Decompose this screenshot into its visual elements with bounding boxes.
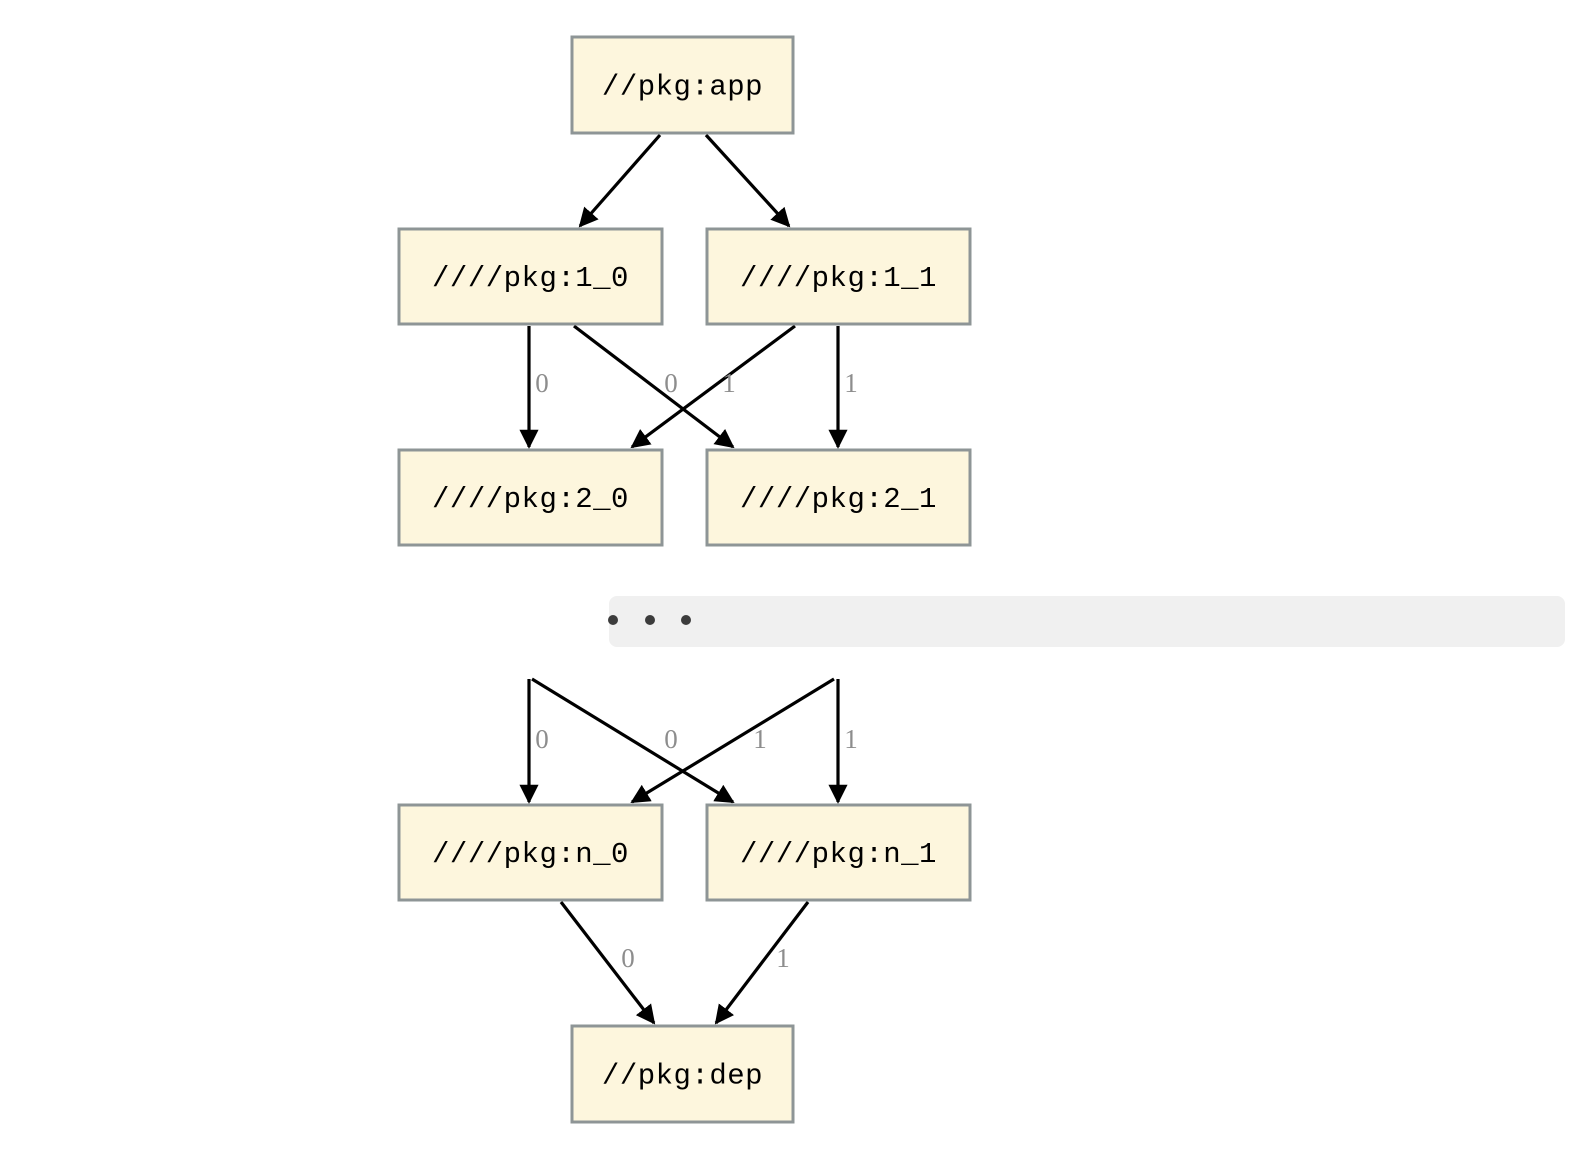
node-box-app[interactable] — [570, 35, 795, 135]
node-nn_0[interactable]: ////pkg:n_0 — [397, 803, 664, 902]
edge-label-ellipsis-cross-n_0: 1 — [753, 724, 767, 754]
node-box-n2_0[interactable] — [397, 448, 664, 547]
node-label-nn_0: ////pkg:n_0 — [432, 838, 629, 871]
ellipsis-band-rect — [609, 596, 1565, 647]
node-n1_1[interactable]: ////pkg:1_1 — [705, 227, 972, 326]
node-n1_0[interactable]: ////pkg:1_0 — [397, 227, 664, 326]
node-box-n1_0[interactable] — [397, 227, 664, 326]
node-label-n2_1: ////pkg:2_1 — [740, 483, 937, 516]
node-label-dep: //pkg:dep — [602, 1060, 763, 1093]
edge-app-to-1_0 — [578, 133, 662, 228]
edge-label-1_0-to-2_0: 0 — [535, 368, 549, 398]
ellipsis-separator — [608, 596, 1565, 647]
edges-layer: 0 0 1 1 0 0 1 1 0 1 — [519, 133, 858, 1025]
node-box-n1_1[interactable] — [705, 227, 972, 326]
node-dep[interactable]: //pkg:dep — [570, 1024, 795, 1124]
edge-label-1_0-to-2_1: 0 — [664, 368, 678, 398]
edge-ellipsis-cross-n_0 — [630, 677, 835, 804]
node-label-n1_0: ////pkg:1_0 — [432, 262, 629, 295]
node-label-app: //pkg:app — [602, 71, 763, 104]
node-label-n1_1: ////pkg:1_1 — [740, 262, 937, 295]
edge-1_1-to-2_0 — [630, 324, 796, 449]
edge-n_1-to-dep — [714, 901, 810, 1025]
node-label-nn_1: ////pkg:n_1 — [740, 838, 937, 871]
node-n2_0[interactable]: ////pkg:2_0 — [397, 448, 664, 547]
edge-label-1_1-to-2_0: 1 — [722, 368, 736, 398]
edge-label-1_1-to-2_1: 1 — [844, 368, 858, 398]
node-box-nn_1[interactable] — [705, 803, 972, 902]
edge-label-ellipsis-to-n_0: 0 — [535, 724, 549, 754]
edge-label-n_0-to-dep: 0 — [621, 943, 635, 973]
node-box-nn_0[interactable] — [397, 803, 664, 902]
edge-label-ellipsis-cross-n_1: 1 — [844, 724, 858, 754]
node-label-n2_0: ////pkg:2_0 — [432, 483, 629, 516]
ellipsis-dot-2 — [681, 615, 691, 625]
ellipsis-dot-0 — [608, 615, 618, 625]
node-box-n2_1[interactable] — [705, 448, 972, 547]
node-nn_1[interactable]: ////pkg:n_1 — [705, 803, 972, 902]
edge-label-n_1-to-dep: 1 — [776, 943, 790, 973]
edge-label-ellipsis-to-n_1: 0 — [664, 724, 678, 754]
edge-n_0-to-dep — [559, 901, 656, 1025]
ellipsis-dot-1 — [645, 615, 655, 625]
node-app[interactable]: //pkg:app — [570, 35, 795, 135]
edge-app-to-1_1 — [704, 133, 791, 228]
node-box-dep[interactable] — [570, 1024, 795, 1124]
node-n2_1[interactable]: ////pkg:2_1 — [705, 448, 972, 547]
edge-ellipsis-to-n_1 — [531, 677, 735, 804]
edge-1_0-to-2_1 — [573, 324, 735, 449]
nodes-layer: //pkg:app ////pkg:1_0 ////pkg:1_1 ////pkg:2… — [397, 35, 972, 1124]
